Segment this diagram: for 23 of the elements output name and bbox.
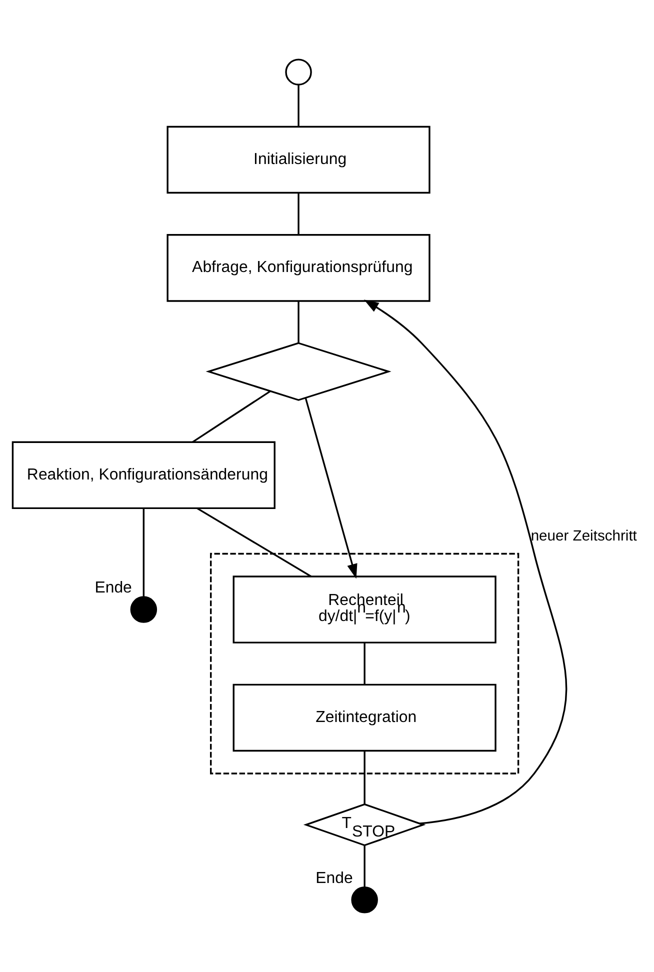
node-box: Zeitintegration — [232, 684, 496, 752]
connector — [298, 192, 300, 235]
connector — [196, 508, 312, 578]
node-label: Ende — [316, 870, 353, 888]
connector — [298, 84, 300, 127]
connector — [364, 750, 366, 804]
node-circle — [130, 596, 158, 623]
arrow — [304, 398, 358, 579]
connector — [298, 301, 300, 343]
cluster — [210, 552, 520, 774]
node-box: Reaktion, Konfigurationsänderung — [12, 441, 276, 510]
node-circle — [285, 58, 312, 86]
node-box: Initialisierung — [166, 126, 430, 194]
edge-label: neuer Zeitschritt — [530, 528, 637, 545]
node-circle — [351, 886, 378, 914]
node-box: Abfrage, Konfigurationsprüfung — [166, 234, 430, 302]
node-diamond — [206, 342, 392, 401]
arrow — [364, 300, 568, 824]
node-label: Ende — [94, 580, 132, 597]
connector — [142, 508, 145, 597]
connector — [364, 845, 366, 888]
connector — [192, 390, 271, 443]
connector — [364, 642, 366, 685]
